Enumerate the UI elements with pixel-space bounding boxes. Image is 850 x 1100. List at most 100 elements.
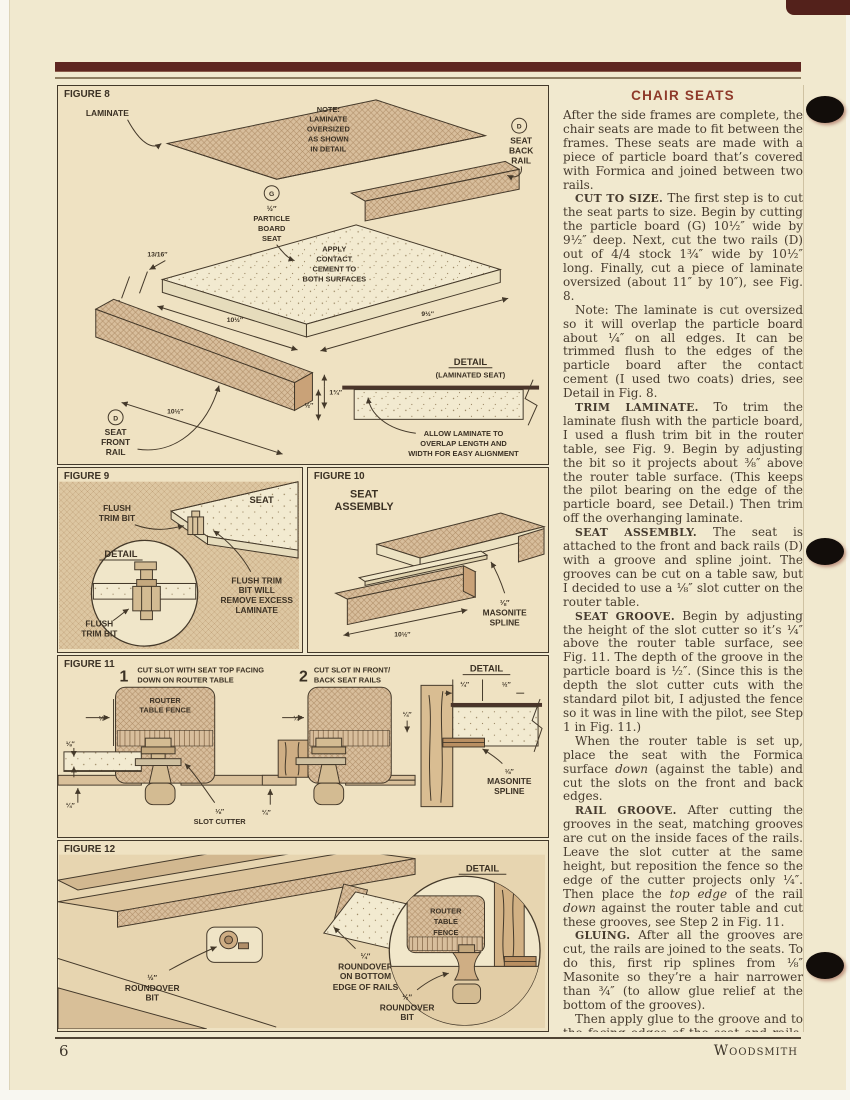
part-letter: D	[113, 415, 118, 422]
front-rail-callout: FRONT	[101, 437, 131, 447]
part-letter-circle	[107, 409, 124, 426]
svg-text:9½″: 9½″	[421, 310, 434, 318]
article-body: After the side frames are complete, the …	[563, 108, 803, 1032]
roundover-bit-callout: ROUNDOVER	[125, 983, 180, 993]
roundover-bit-detail-callout: ½″	[402, 993, 412, 1002]
excess-note: REMOVE EXCESS	[221, 595, 294, 605]
excess-note: BIT WILL	[239, 585, 275, 595]
article-paragraph: Note: The laminate is cut oversized so i…	[563, 302, 803, 401]
svg-text:¼″: ¼″	[403, 711, 413, 719]
detail-title: DETAIL	[466, 863, 500, 873]
back-rail-callout: BACK	[509, 145, 534, 155]
seat-callout: SEAT	[250, 495, 275, 505]
seat-width-dimension: 10½″	[157, 305, 298, 351]
seat-back-rail	[349, 160, 521, 222]
front-rail-callout: SEAT	[105, 427, 128, 437]
figure-8-label: FIGURE 8	[64, 89, 110, 100]
spline-callout: MASONITE	[483, 608, 528, 618]
roundover-bit-callout: ½″	[147, 973, 157, 982]
bit-cross-section	[92, 561, 197, 621]
roundover-bit-callout: BIT	[145, 993, 159, 1003]
note-line: NOTE:	[317, 105, 340, 114]
cement-note: APPLY	[322, 245, 346, 254]
seat-callout: PARTICLE	[253, 214, 290, 223]
figure-11-illustration: FIGURE 11 1 CUT SLOT WITH SEAT TOP FACIN…	[58, 659, 543, 826]
leader-line	[490, 561, 506, 594]
figure-10-illustration: FIGURE 10 SEAT ASSEMBLY 10½″	[314, 471, 546, 638]
leader-line	[134, 524, 185, 530]
rail-height-dimension: 1¾″	[321, 374, 343, 409]
part-letter-circle	[263, 185, 280, 202]
particle-board-seat	[160, 224, 503, 338]
svg-text:13/16″: 13/16″	[147, 252, 168, 259]
flush-trim-bit	[187, 510, 205, 536]
page-bottom-edge	[0, 1090, 850, 1100]
leader-line	[137, 385, 221, 451]
magazine-brand: Woodsmith	[713, 1043, 798, 1059]
part-letter-circle	[511, 117, 528, 134]
back-rail-callout: SEAT	[510, 136, 533, 146]
detail-caption: ALLOW LAMINATE TO	[424, 429, 504, 438]
cement-note: BOTH SURFACES	[302, 274, 366, 283]
note-line: OVERSIZED	[307, 125, 351, 134]
table-edge-line	[58, 958, 277, 1028]
spline-callout: SPLINE	[490, 618, 521, 628]
spline-joint-section: ¼″ ½″ ¼″	[403, 679, 543, 808]
detail-title: DETAIL	[104, 549, 137, 559]
detail-title: DETAIL	[470, 664, 504, 674]
laminate-panel	[165, 99, 488, 180]
figure-label-strip	[58, 841, 546, 855]
figure-9-label: FIGURE 9	[64, 471, 110, 482]
figure-9: FIGURE 9 FLUSH TRIM BIT SEAT DETAIL	[57, 467, 303, 653]
fence-callout: ROUTER	[430, 907, 462, 916]
leader-line	[333, 926, 356, 950]
page-right-edge	[846, 0, 850, 1100]
fence-callout: ROUTER	[149, 696, 181, 705]
detail-caption: OVERLAP LENGTH AND	[420, 439, 507, 448]
article-paragraph: After the side frames are complete, the …	[563, 108, 803, 192]
step-1-caption: DOWN ON ROUTER TABLE	[137, 675, 233, 684]
binding-hole	[806, 538, 844, 565]
step-2-caption: CUT SLOT IN FRONT/	[314, 666, 390, 675]
svg-text:10½″: 10½″	[394, 630, 411, 638]
step-1-number: 1	[119, 669, 128, 686]
spline-callout: ⅛″	[500, 598, 510, 607]
article-paragraph: CUT TO SIZE. The first step is to cut th…	[563, 191, 803, 303]
leader-line	[127, 119, 162, 150]
leader-line	[112, 608, 130, 622]
assembly-title: ASSEMBLY	[335, 501, 395, 513]
seat-front-rail	[94, 298, 314, 412]
binding-hole	[806, 96, 844, 123]
svg-text:SLOT CUTTER: SLOT CUTTER	[194, 817, 247, 826]
edge-note: EDGE OF RAILS	[333, 982, 399, 992]
step-2-caption: BACK SEAT RAILS	[314, 675, 381, 684]
page-corner-mark	[786, 0, 850, 15]
spline-callout: ⅛″	[505, 768, 515, 775]
note-line: AS SHOWN	[308, 135, 349, 144]
svg-text:10½″: 10½″	[227, 316, 244, 324]
svg-text:½″: ½″	[99, 715, 109, 723]
roundover-bit-detail-callout: BIT	[400, 1012, 414, 1022]
slot-cutter-step2	[295, 737, 347, 806]
excess-note: LAMINATE	[235, 605, 278, 615]
figure-11: FIGURE 11 1 CUT SLOT WITH SEAT TOP FACIN…	[57, 655, 549, 838]
figure-8-illustration: FIGURE 8 NOTE: LAMINATE OVERSIZED AS SHO…	[64, 89, 540, 458]
article-paragraph: When the router table is set up, place t…	[563, 733, 803, 804]
flush-trim-callout: TRIM BIT	[99, 513, 135, 523]
figure-10: FIGURE 10 SEAT ASSEMBLY 10½″	[307, 467, 549, 653]
table-front-edge	[58, 987, 207, 1029]
detail-caption: WIDTH FOR EASY ALIGNMENT	[408, 449, 519, 458]
header-rule-thick	[55, 62, 801, 71]
cement-note: CEMENT TO	[312, 265, 356, 274]
rail-length-dimension: 10½″	[343, 608, 468, 638]
article-heading: CHAIR SEATS	[631, 88, 735, 103]
figure-11-label: FIGURE 11	[64, 659, 115, 670]
leader-line	[276, 244, 295, 262]
flush-trim-callout: TRIM BIT	[81, 628, 117, 638]
svg-text:10½″: 10½″	[167, 407, 184, 415]
page-left-edge	[0, 0, 10, 1100]
flush-trim-callout: FLUSH	[103, 503, 131, 513]
part-letter: G	[269, 191, 274, 198]
detail-title: DETAIL	[454, 356, 488, 367]
seat-callout: SEAT	[262, 234, 282, 243]
